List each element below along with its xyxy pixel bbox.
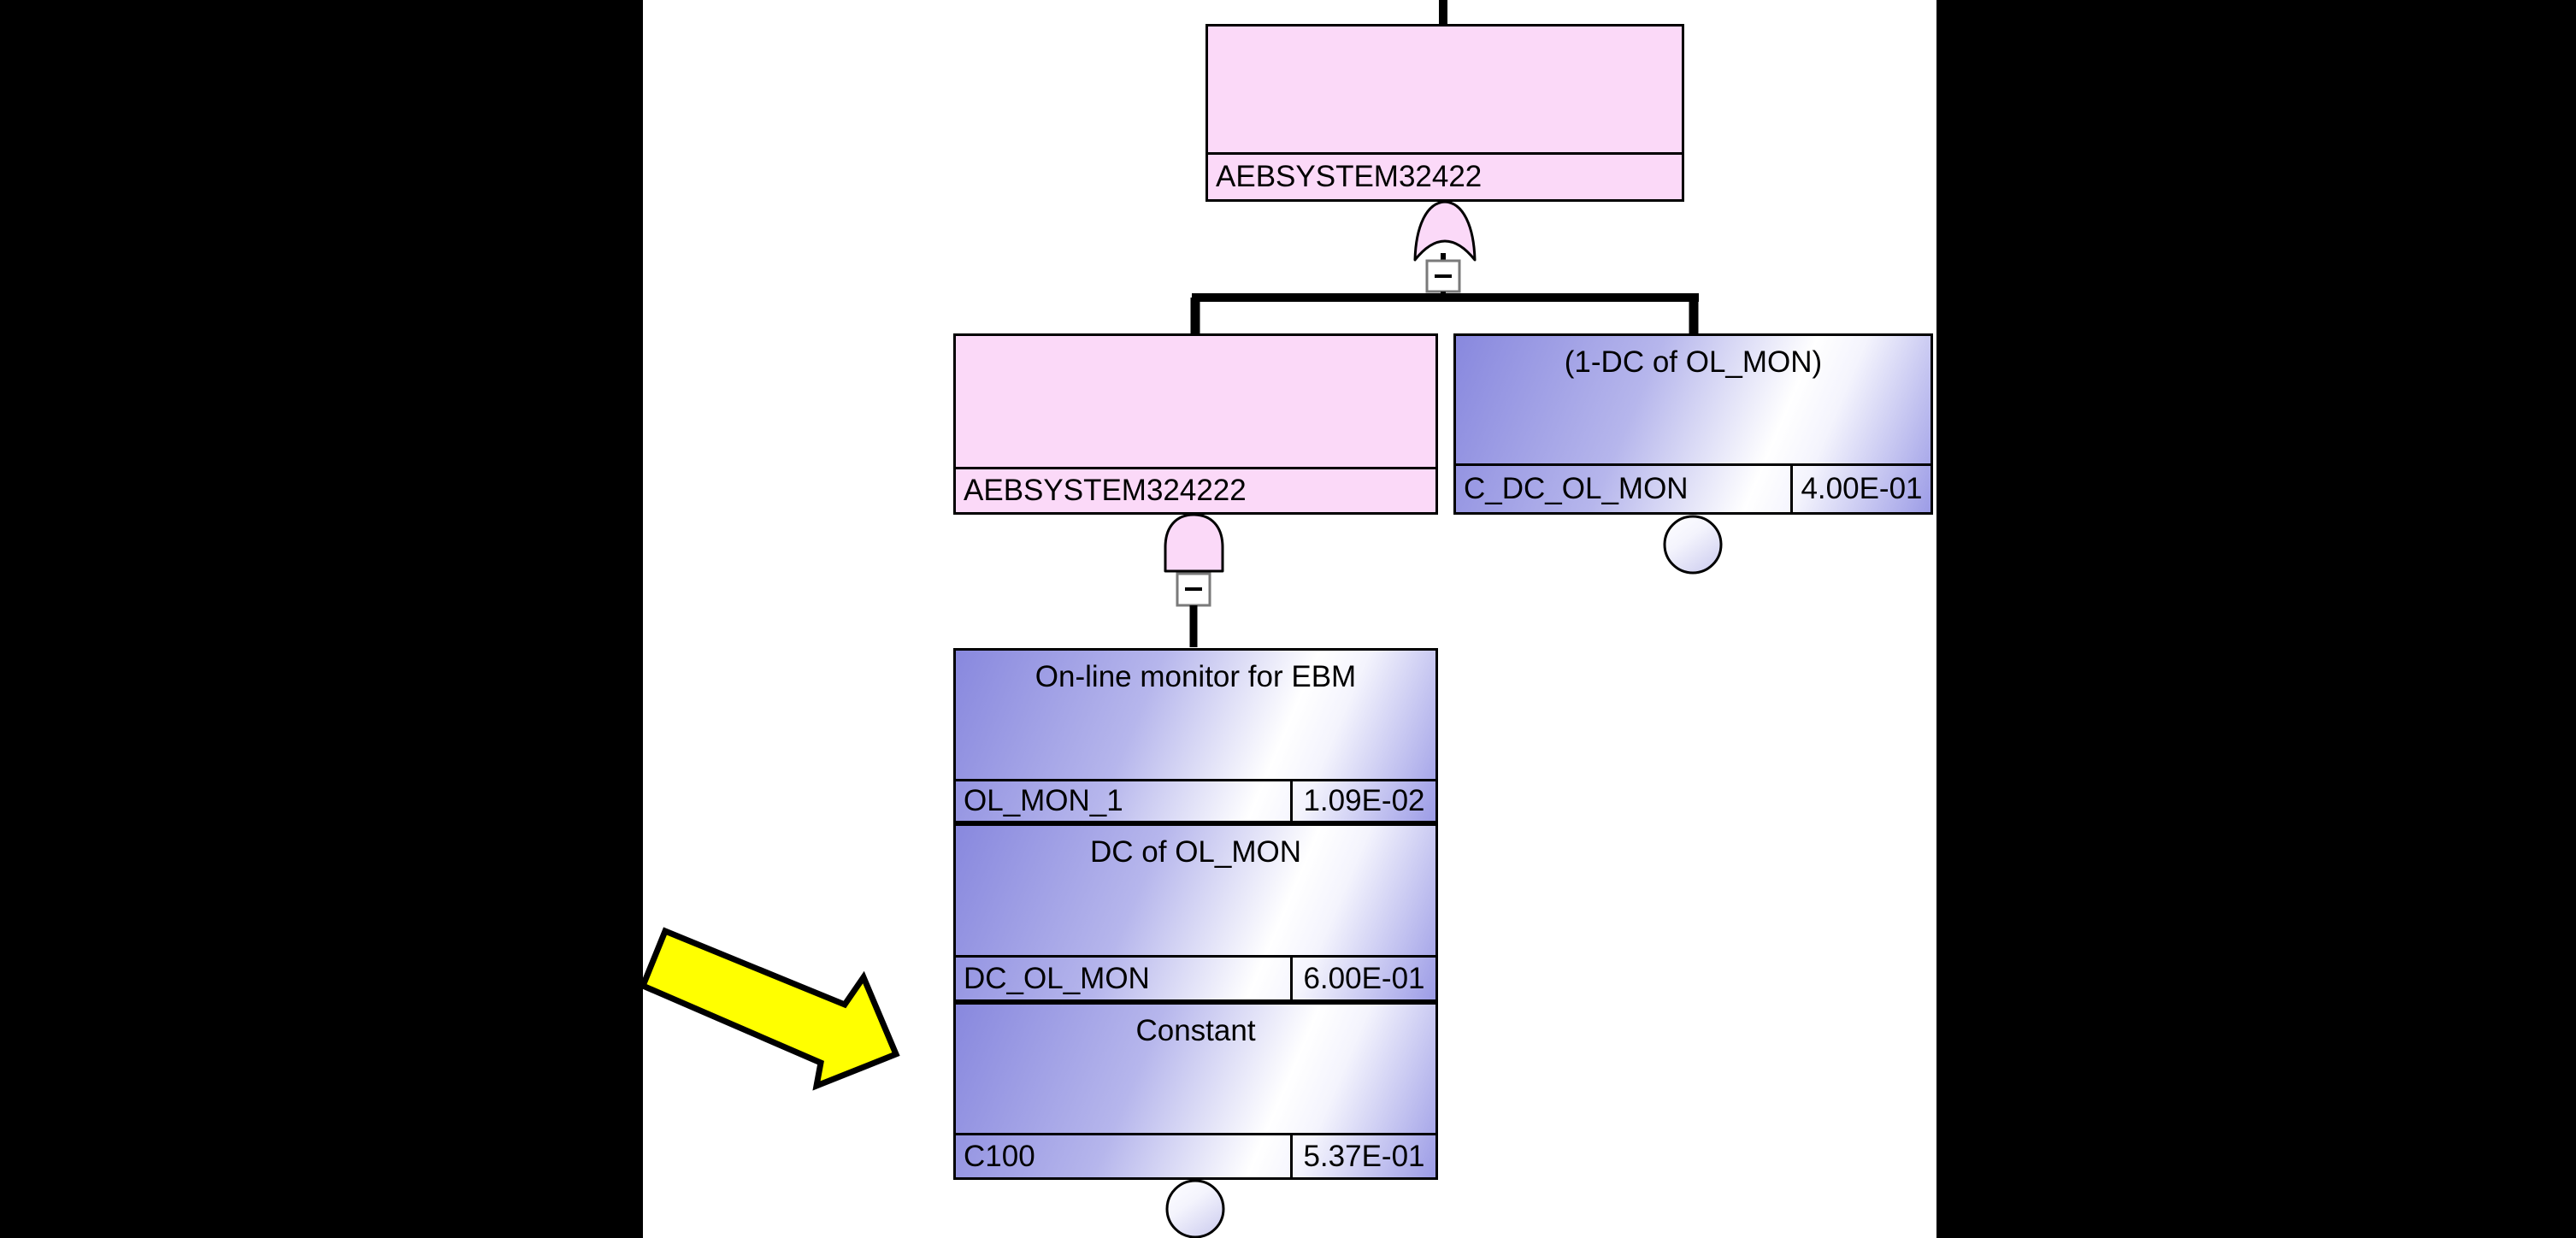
event-box-top-gate[interactable]: AEBSYSTEM32422 bbox=[1205, 24, 1684, 202]
event-label-strip: AEBSYSTEM324222 bbox=[956, 467, 1435, 512]
annotation-arrow bbox=[639, 927, 900, 1091]
event-label-strip: OL_MON_1 1.09E-02 bbox=[956, 779, 1435, 821]
event-box-dc-ol-mon[interactable]: DC of OL_MON DC_OL_MON 6.00E-01 bbox=[953, 823, 1438, 1002]
event-id: C100 bbox=[964, 1139, 1035, 1173]
event-box-constant[interactable]: Constant C100 5.37E-01 bbox=[953, 1002, 1438, 1180]
event-label-strip: C_DC_OL_MON 4.00E-01 bbox=[1456, 463, 1931, 512]
collapse-button-top[interactable] bbox=[1425, 259, 1461, 293]
event-id: C_DC_OL_MON bbox=[1464, 472, 1689, 505]
event-id: DC_OL_MON bbox=[964, 961, 1150, 995]
event-id: OL_MON_1 bbox=[964, 784, 1123, 817]
event-title: (1-DC of OL_MON) bbox=[1564, 345, 1823, 379]
basic-event-circle-right[interactable] bbox=[1663, 515, 1723, 575]
event-probability: 5.37E-01 bbox=[1290, 1135, 1435, 1177]
event-label-strip: DC_OL_MON 6.00E-01 bbox=[956, 955, 1435, 999]
basic-event-circle-bottom[interactable] bbox=[1165, 1179, 1225, 1238]
event-probability: 6.00E-01 bbox=[1290, 958, 1435, 999]
event-label-strip: AEBSYSTEM32422 bbox=[1208, 152, 1682, 199]
event-box-complement[interactable]: (1-DC of OL_MON) C_DC_OL_MON 4.00E-01 bbox=[1453, 333, 1933, 515]
event-probability: 4.00E-01 bbox=[1790, 466, 1931, 512]
event-title: On-line monitor for EBM bbox=[1035, 660, 1357, 693]
event-title: DC of OL_MON bbox=[1090, 835, 1301, 869]
and-gate-icon[interactable] bbox=[1164, 513, 1224, 573]
event-label-strip: C100 5.37E-01 bbox=[956, 1133, 1435, 1177]
event-box-intermediate-gate[interactable]: AEBSYSTEM324222 bbox=[953, 333, 1438, 515]
event-id: AEBSYSTEM324222 bbox=[964, 474, 1247, 507]
or-gate-icon[interactable] bbox=[1413, 200, 1477, 262]
event-title: Constant bbox=[1135, 1014, 1256, 1047]
event-box-ol-mon[interactable]: On-line monitor for EBM OL_MON_1 1.09E-0… bbox=[953, 648, 1438, 823]
event-probability: 1.09E-02 bbox=[1290, 781, 1435, 821]
event-id: AEBSYSTEM32422 bbox=[1216, 160, 1483, 193]
collapse-button-sub[interactable] bbox=[1176, 572, 1211, 607]
